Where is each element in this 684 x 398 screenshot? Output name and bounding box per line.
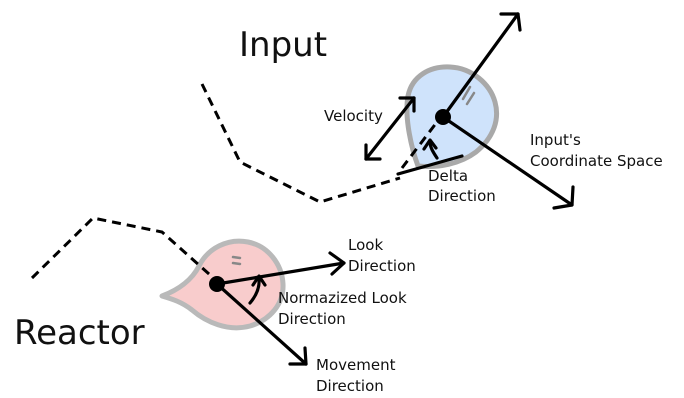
- input-side-axis: [441, 115, 574, 207]
- input-eye-line: [461, 85, 472, 101]
- normalized-look-arc: [248, 276, 261, 305]
- input-heading-dashed: [400, 117, 442, 169]
- movement-direction-label-line2: Direction: [316, 377, 384, 395]
- reactor-path-dashed: [30, 216, 219, 284]
- delta-direction-label-line1: Delta: [428, 167, 468, 185]
- input-center-dot: [435, 109, 451, 125]
- look-direction-label-line1: Look: [348, 236, 383, 254]
- delta-direction-label-line2: Direction: [428, 187, 496, 205]
- velocity-arrow: [364, 96, 416, 161]
- movement-arrowhead: [288, 346, 308, 366]
- reactor-eye-line: [231, 261, 242, 266]
- input-blob: [404, 64, 500, 169]
- movement-direction-arrow: [215, 282, 308, 366]
- normalized-look-arc-arrowhead: [251, 274, 267, 287]
- reactor-center-dot: [209, 276, 225, 292]
- normalized-look-label-line1: Normazized Look: [278, 289, 407, 307]
- look-arrowhead: [328, 251, 346, 276]
- input-side-arrowhead: [552, 185, 575, 210]
- reactor-title: Reactor: [14, 313, 145, 353]
- input-coordinate-label-line2: Coordinate Space: [530, 152, 663, 170]
- velocity-label: Velocity: [324, 107, 383, 125]
- input-forward-axis: [441, 12, 520, 119]
- velocity-arrowhead-top: [398, 96, 416, 113]
- input-title: Input: [239, 25, 327, 65]
- input-character: [404, 64, 500, 169]
- input-coordinate-label-line1: Input's: [530, 131, 581, 149]
- delta-direction-arc: [428, 140, 439, 160]
- delta-base-line: [396, 154, 464, 176]
- reactor-arrows: [209, 251, 346, 366]
- reactor-eye-line: [231, 255, 242, 260]
- delta-arc-arrowhead: [422, 138, 438, 151]
- normalized-look-label-line2: Direction: [278, 310, 346, 328]
- movement-direction-label-line1: Movement: [316, 356, 396, 374]
- look-direction-arrow: [215, 261, 346, 286]
- input-eye-line: [465, 91, 476, 106]
- input-path-dashed: [200, 83, 401, 204]
- input-arrows: [364, 12, 575, 210]
- look-direction-label-line2: Direction: [348, 257, 416, 275]
- input-forward-arrowhead: [499, 12, 522, 32]
- velocity-arrowhead-bottom: [364, 143, 382, 161]
